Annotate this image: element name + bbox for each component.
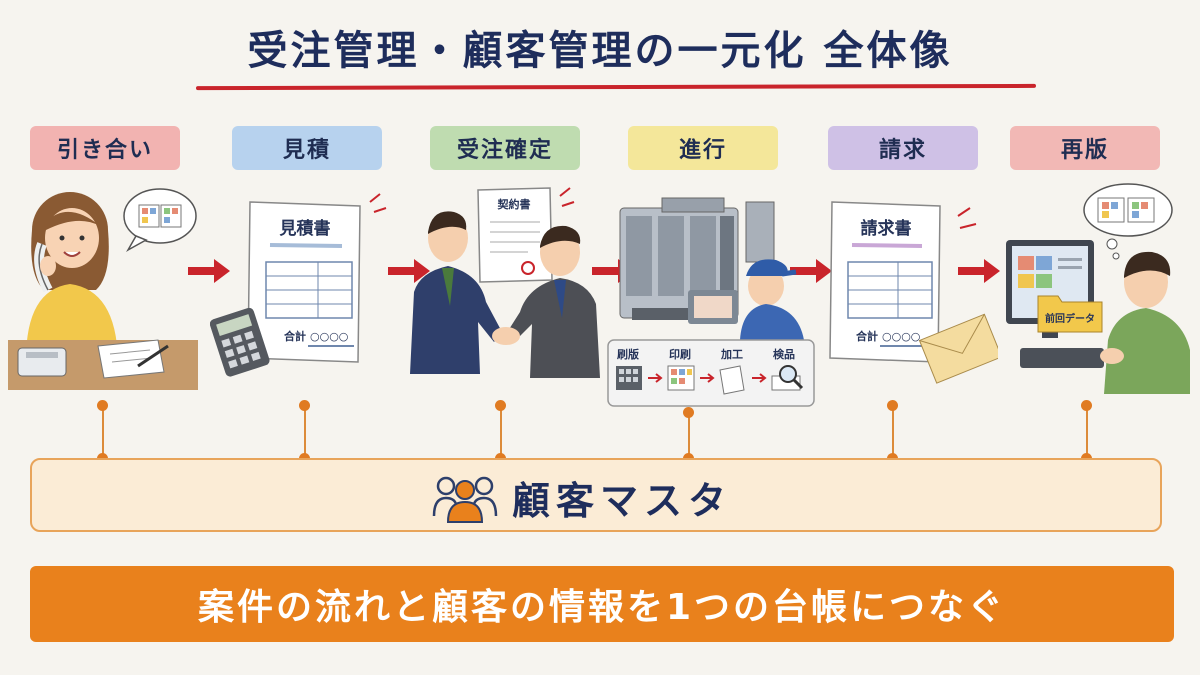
flow-arrow-4: [790, 259, 832, 283]
process-step-finish: 加工: [720, 347, 743, 361]
process-step-inspect: 検品: [773, 347, 795, 361]
phone-inquiry-illustration: [8, 188, 198, 390]
connector-dot-reprint: [1081, 400, 1092, 411]
connector-line-estimate: [304, 405, 306, 461]
page-title: 受注管理・顧客管理の一元化 全体像: [247, 28, 953, 74]
production-progress-illustration: 刷版 印刷 加工 検品: [607, 197, 815, 407]
connector-dot-estimate: [299, 400, 310, 411]
flow-arrow-1: [188, 259, 230, 283]
process-step-print: 印刷: [669, 348, 691, 361]
contract-doc-title: 契約書: [497, 197, 531, 211]
invoice-total-label: 合計: [856, 329, 878, 343]
contract-handshake-illustration: 契約書: [410, 187, 600, 378]
flow-arrow-5: [958, 259, 1000, 283]
estimate-total-label: 合計: [284, 329, 306, 343]
connector-line-reprint: [1086, 405, 1088, 461]
stage-label-reprint: 再版: [1010, 126, 1160, 170]
flow-arrow-2: [388, 259, 430, 283]
invoice-doc-title: 請求書: [861, 218, 912, 239]
stage-label-order-confirmed: 受注確定: [430, 126, 580, 170]
connector-dot-progress: [683, 407, 694, 418]
title-underline: [195, 83, 1037, 91]
stage-label-inquiry: 引き合い: [30, 126, 180, 170]
estimate-doc-title: 見積書: [279, 218, 331, 239]
connector-line-inquiry: [102, 405, 104, 461]
reprint-illustration: 前回データ: [1006, 183, 1190, 394]
summary-banner: 案件の流れと顧客の情報を1つの台帳につなぐ: [30, 566, 1174, 642]
connector-dot-order: [495, 400, 506, 411]
people-group-icon: [432, 476, 498, 523]
connector-line-progress: [688, 412, 690, 461]
stage-label-estimate: 見積: [232, 126, 382, 170]
connector-line-billing: [892, 405, 894, 461]
process-step-plate: 刷版: [617, 347, 639, 361]
stage-label-billing: 請求: [828, 126, 978, 170]
stage-label-progress: 進行: [628, 126, 778, 170]
customer-master-label: 顧客マスタ: [512, 479, 733, 523]
previous-data-folder-label: 前回データ: [1045, 312, 1095, 325]
invoice-illustration: 請求書 合計 ○○○○: [829, 201, 998, 384]
invoice-total-value: ○○○○: [882, 330, 920, 343]
connector-dot-billing: [887, 400, 898, 411]
estimate-total-value: ○○○○: [310, 330, 348, 343]
customer-master-box: 顧客マスタ: [30, 458, 1162, 532]
connector-dot-inquiry: [97, 400, 108, 411]
estimate-illustration: 見積書 合計 ○○○○: [210, 193, 387, 377]
connector-line-order: [500, 405, 502, 461]
